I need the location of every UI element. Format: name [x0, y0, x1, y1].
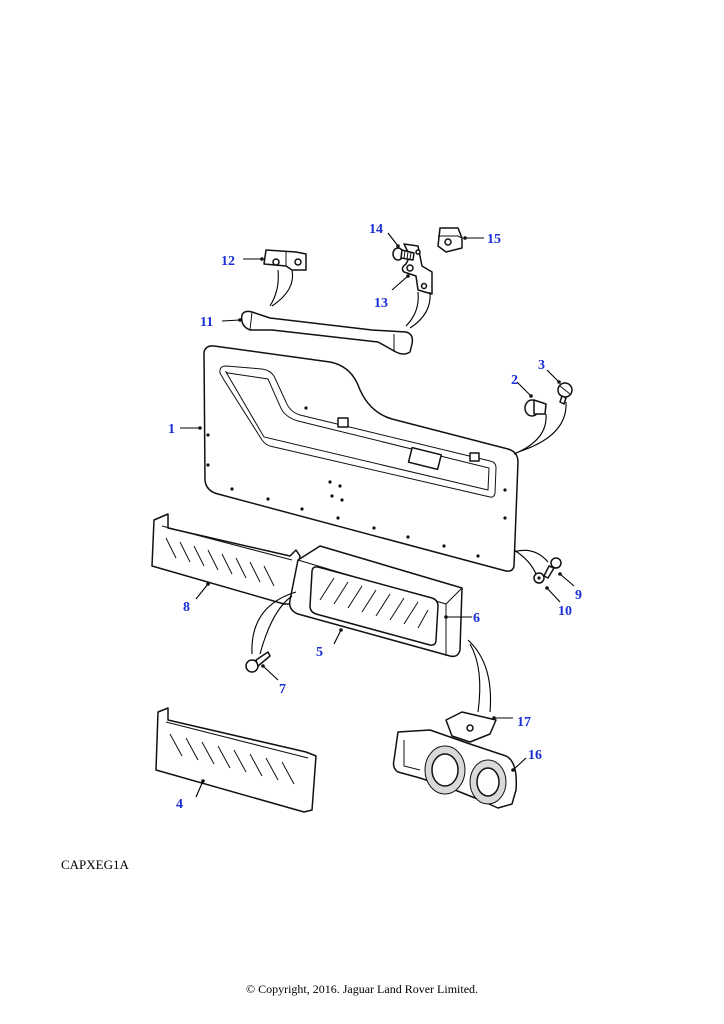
callout-14: 14 [369, 222, 383, 237]
callout-5: 5 [316, 645, 323, 660]
callout-1: 1 [168, 422, 175, 437]
leader-dots [198, 236, 562, 783]
speaker-housing [288, 545, 463, 658]
speaker-assembly-16 [392, 729, 518, 809]
callout-16: 16 [528, 748, 542, 763]
screw-3 [557, 382, 573, 405]
clip-nut-15 [437, 227, 463, 253]
leader-lines [180, 232, 575, 798]
callout-11: 11 [200, 315, 213, 330]
callout-2: 2 [511, 373, 518, 388]
grab-handle [240, 310, 414, 355]
callout-8: 8 [183, 600, 190, 615]
screw-9 [543, 557, 562, 579]
callout-10: 10 [558, 604, 572, 619]
push-clip-2 [524, 399, 547, 417]
storage-pocket-4 [155, 707, 317, 813]
callout-6: 6 [473, 611, 480, 626]
callout-4: 4 [176, 797, 183, 812]
callout-17: 17 [517, 715, 531, 730]
screw-7 [245, 651, 271, 673]
washer-10 [533, 572, 545, 584]
copyright-notice: © Copyright, 2016. Jaguar Land Rover Lim… [245, 982, 479, 996]
callout-13: 13 [374, 296, 388, 311]
callout-7: 7 [279, 682, 286, 697]
screw-14 [392, 247, 415, 261]
door-trim-panel [203, 345, 519, 572]
callout-labels: 1 2 3 4 5 6 7 8 9 10 11 12 13 14 15 16 1… [168, 222, 582, 812]
storage-pocket-8 [151, 513, 301, 605]
diagram-reference-code: CAPXEG1A [61, 857, 129, 872]
bracket-17 [445, 711, 497, 743]
mounting-bracket-12 [263, 249, 307, 271]
callout-15: 15 [487, 232, 501, 247]
callout-3: 3 [538, 358, 545, 373]
callout-9: 9 [575, 588, 582, 603]
callout-12: 12 [221, 254, 235, 269]
